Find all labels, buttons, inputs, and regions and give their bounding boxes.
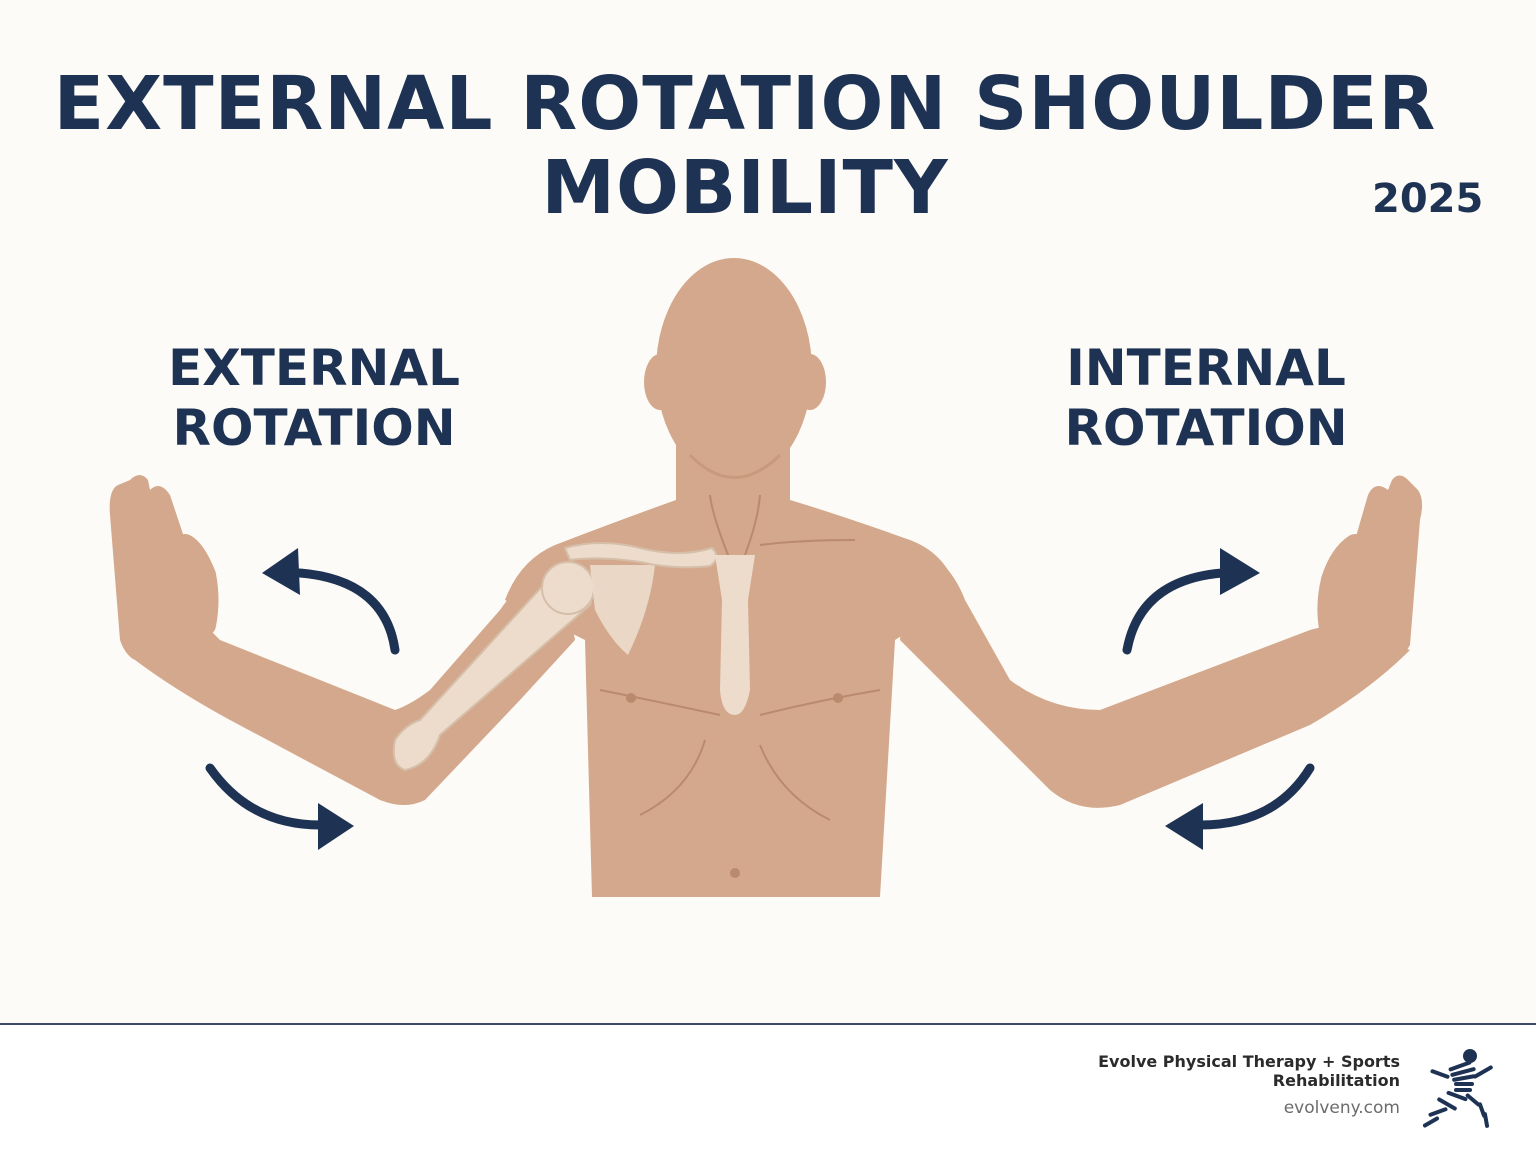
right-hand — [1330, 475, 1423, 660]
running-figure-logo-icon — [1422, 1049, 1493, 1128]
right-nipple — [833, 693, 843, 703]
title-line-2: MOBILITY — [541, 145, 949, 231]
humeral-head — [541, 561, 595, 615]
external-rotation-line-2: ROTATION — [172, 399, 456, 457]
year-label: 2025 — [1372, 176, 1484, 222]
footer-divider — [0, 1023, 1536, 1025]
title: EXTERNAL ROTATION SHOULDER MOBILITY — [0, 62, 1490, 230]
right-lower-arrow — [1165, 763, 1315, 850]
brand-name: Evolve Physical Therapy + Sports Rehabil… — [1020, 1052, 1400, 1090]
head — [656, 258, 812, 482]
anatomy-figure — [109, 258, 1423, 897]
right-arm — [900, 540, 1410, 808]
external-rotation-line-1: EXTERNAL — [168, 339, 460, 397]
left-upper-arrow — [262, 548, 400, 655]
brand-website[interactable]: evolveny.com — [1283, 1098, 1400, 1118]
left-hand — [109, 475, 205, 660]
left-ear — [644, 354, 676, 410]
left-lower-arrow — [205, 763, 354, 850]
internal-rotation-label: INTERNAL ROTATION — [1016, 338, 1396, 458]
right-ear — [794, 354, 826, 410]
brand-name-line-2: Rehabilitation — [1272, 1071, 1400, 1090]
external-rotation-label: EXTERNAL ROTATION — [124, 338, 504, 458]
right-upper-arrow — [1122, 548, 1260, 655]
internal-rotation-line-1: INTERNAL — [1066, 339, 1346, 397]
footer — [0, 1025, 1536, 1154]
scapula-bone — [590, 565, 655, 655]
navel — [730, 868, 740, 878]
left-nipple — [626, 693, 636, 703]
brand-name-line-1: Evolve Physical Therapy + Sports — [1098, 1052, 1400, 1071]
title-line-1: EXTERNAL ROTATION SHOULDER — [53, 61, 1437, 147]
internal-rotation-line-2: ROTATION — [1064, 399, 1348, 457]
sternum-bone — [715, 555, 755, 715]
left-arm — [135, 560, 575, 805]
